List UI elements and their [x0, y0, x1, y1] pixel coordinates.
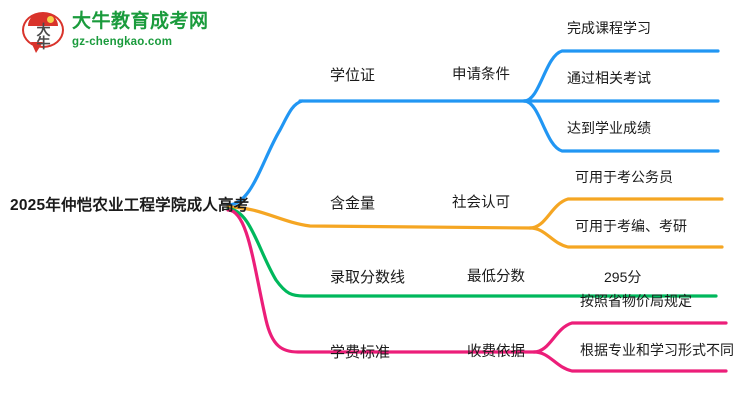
node-level3-social-recognition[interactable]: 社会认可 [452, 195, 510, 211]
wire-root-to-branch-3 [226, 207, 718, 298]
logo-mark-char-1: 大 [36, 22, 51, 38]
logo-mark-text: 大 牛 [22, 23, 64, 51]
wire-branch-1-leaf-3 [522, 99, 720, 153]
wire-root-to-branch-4 [226, 208, 536, 354]
red-cap-shape [28, 13, 58, 26]
leaf-node-score-295[interactable]: 295分 [604, 269, 642, 285]
logo-title: 大牛教育成考网 [72, 11, 209, 32]
node-level2-tuition-standard[interactable]: 学费标准 [330, 344, 391, 361]
leaf-node-academic-grades[interactable]: 达到学业成绩 [567, 120, 651, 136]
leaf-node-civil-servant-exam[interactable]: 可用于考公务员 [575, 169, 673, 185]
leaf-node-pass-exams[interactable]: 通过相关考试 [567, 70, 651, 86]
wire-root-to-branch-1 [226, 99, 304, 207]
wire-branch-4-leaf-2 [532, 350, 728, 373]
leaf-node-varies-by-major-and-format[interactable]: 根据专业和学习形式不同 [580, 342, 734, 358]
logo-mark-char-2: 牛 [36, 35, 51, 51]
node-level3-fee-basis[interactable]: 收费依据 [467, 344, 525, 360]
leaf-node-provincial-price-bureau[interactable]: 按照省物价局规定 [580, 293, 692, 309]
wire-root-to-branch-2 [226, 205, 532, 230]
leaf-node-establishment-postgrad-exam[interactable]: 可用于考编、考研 [575, 218, 687, 234]
site-logo: 大 牛 大牛教育成考网 gz-chengkao.com [22, 10, 242, 58]
root-node[interactable]: 2025年仲恺农业工程学院成人高考 [10, 197, 250, 214]
leaf-node-complete-coursework[interactable]: 完成课程学习 [567, 20, 651, 36]
node-level3-application-conditions[interactable]: 申请条件 [452, 67, 510, 83]
logo-mark-icon: 大 牛 [22, 12, 66, 54]
logo-wordmark: 大牛教育成考网 gz-chengkao.com [72, 10, 252, 50]
node-level2-gold-content[interactable]: 含金量 [330, 195, 376, 212]
logo-domain: gz-chengkao.com [72, 36, 173, 48]
wire-branch-2-leaf-2 [528, 226, 724, 249]
cap-dot-icon [47, 16, 54, 23]
speech-bubble-tail [31, 42, 43, 53]
node-level2-admission-score-line[interactable]: 录取分数线 [330, 269, 406, 286]
node-level3-minimum-score[interactable]: 最低分数 [467, 269, 525, 285]
node-level2-degree-certificate[interactable]: 学位证 [330, 67, 376, 84]
